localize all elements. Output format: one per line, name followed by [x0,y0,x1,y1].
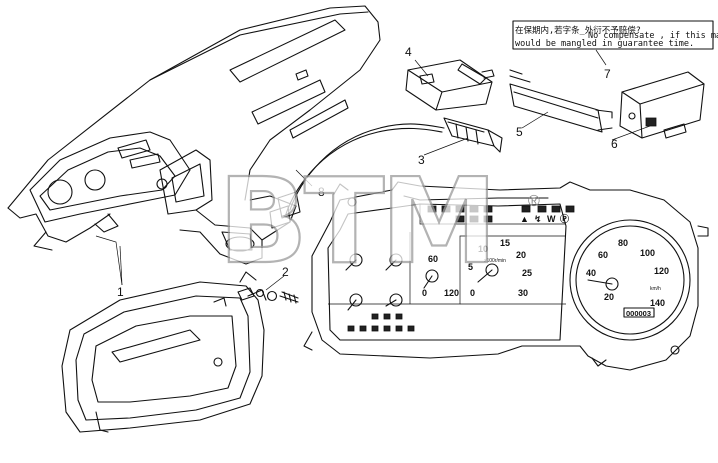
small-gauges: 0 60 120 [345,253,459,311]
speed-tick-60: 60 [598,250,608,260]
tach-tick-30: 30 [518,288,528,298]
warning-line1-cn: 在保期内,若字条_外衍不予赔偿? [515,25,641,36]
warning-lamps [347,313,415,332]
indicator-strip: ▲ ↯ W Ⓟ [427,205,575,224]
leader-lines [95,49,651,291]
callout-numbers: 1 2 3 4 5 6 7 8 [117,45,618,299]
speed-unit: km/h [650,286,661,292]
callout-3: 3 [418,153,425,167]
connector-3 [443,117,503,153]
callout-4: 4 [405,45,412,59]
tachometer: 0 5 10 15 20 25 30 x100r/min [468,238,532,298]
warn-symbol: ▲ [520,214,529,224]
cluster-housing-1 [61,271,267,433]
callout-1: 1 [117,285,124,299]
bracket-5 [509,69,613,133]
watermark-registered: ® [528,193,540,210]
flash-symbol: ↯ [534,214,542,224]
tach-tick-20: 20 [516,250,526,260]
w-symbol: W [547,214,556,224]
small-gauge-60: 60 [428,254,438,264]
tach-tick-10: 10 [478,244,488,254]
btm-watermark: BTM ® [217,151,540,291]
warning-label-7: 在保期内,若字条_外衍不予赔偿? No compensate , if this… [512,20,718,50]
instrument-cluster: ▲ ↯ W Ⓟ 0 60 120 0 5 10 [303,181,709,371]
warning-line2: would be mangled in guarantee time. [515,39,694,49]
small-gauge-120: 120 [444,288,459,298]
brake-symbol: Ⓟ [560,213,569,224]
odometer-display: 000003 [626,309,651,318]
harness-8 [269,123,445,229]
callout-8: 8 [318,185,325,199]
speed-tick-40: 40 [586,268,596,278]
dashboard-assembly [7,5,381,265]
tach-unit: x100r/min [484,258,506,264]
small-gauge-0: 0 [422,288,427,298]
module-4 [405,59,495,111]
callout-5: 5 [516,125,523,139]
tach-tick-15: 15 [500,238,510,248]
speed-tick-140: 140 [650,298,665,308]
controller-6 [619,71,705,139]
callout-7: 7 [604,67,611,81]
watermark-text: BTM [218,152,494,290]
tach-tick-0: 0 [470,288,475,298]
tach-tick-25: 25 [522,268,532,278]
warning-line1-en: No compensate , if this mark [588,31,718,41]
speed-tick-100: 100 [640,248,655,258]
callout-2: 2 [282,265,289,279]
speed-tick-80: 80 [618,238,628,248]
tach-tick-5: 5 [468,262,473,272]
speed-tick-20: 20 [604,292,614,302]
speed-tick-120: 120 [654,266,669,276]
callout-6: 6 [611,137,618,151]
screws-2 [237,287,299,304]
speedometer: 20 40 60 80 100 120 140 km/h 000003 [569,219,691,341]
